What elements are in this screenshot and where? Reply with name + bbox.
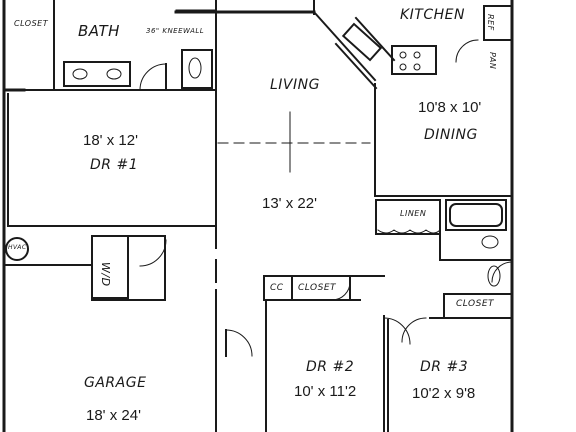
pan-label: PAN: [488, 52, 497, 70]
dr2-dimensions: 10' x 11'2: [294, 383, 357, 400]
linen-label: LINEN: [400, 209, 427, 218]
living-label: LIVING: [270, 77, 320, 93]
garage-dimensions: 18' x 24': [86, 407, 141, 424]
dr2-label: DR #2: [306, 359, 355, 375]
kitchen-label: KITCHEN: [400, 7, 465, 23]
cc-label: CC: [270, 283, 284, 293]
garage-label: GARAGE: [84, 375, 147, 391]
closet-mid-label: CLOSET: [298, 283, 337, 293]
door-swings: [139, 39, 513, 357]
kneewall-label: 36" KNEEWALL: [146, 27, 205, 35]
dining-dimensions: 10'8 x 10': [418, 99, 482, 116]
closet-top-label: CLOSET: [14, 19, 49, 28]
closet-right-label: CLOSET: [456, 299, 495, 309]
fixtures: [5, 22, 503, 287]
dr3-dimensions: 10'2 x 9'8: [412, 385, 476, 402]
dr3-label: DR #3: [420, 359, 469, 375]
living-dimensions: 13' x 22': [262, 195, 317, 212]
dining-label: DINING: [424, 127, 478, 143]
wd-label: W/D: [99, 262, 112, 287]
dr1-dimensions: 18' x 12': [83, 132, 138, 149]
dr1-label: DR #1: [90, 157, 139, 173]
walls: [2, 0, 514, 432]
hvac-label: HVAC: [8, 244, 27, 251]
ref-label: REF: [486, 14, 495, 31]
bath-label: BATH: [78, 22, 120, 40]
